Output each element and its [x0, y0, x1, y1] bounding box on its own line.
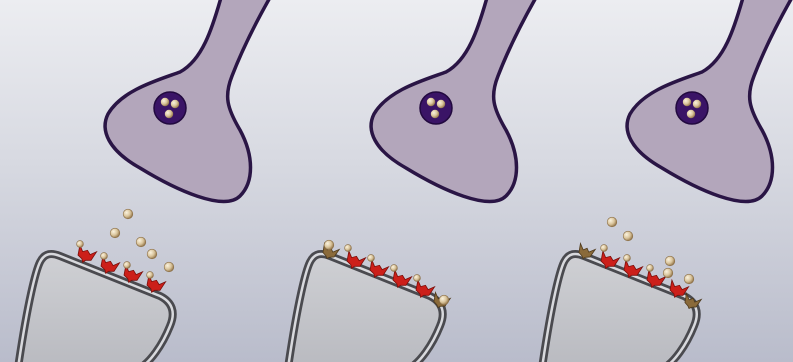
synapse-panel-2 [288, 0, 538, 362]
presynaptic-terminal [105, 0, 272, 201]
postsynaptic-terminal [288, 254, 443, 362]
postsynaptic-terminal [18, 254, 173, 362]
synapse-panel-3 [542, 0, 793, 362]
presynaptic-terminal [627, 0, 793, 201]
presynaptic-terminal [371, 0, 538, 201]
postsynaptic-terminal [542, 254, 697, 362]
synapse-panel-1 [18, 0, 272, 362]
